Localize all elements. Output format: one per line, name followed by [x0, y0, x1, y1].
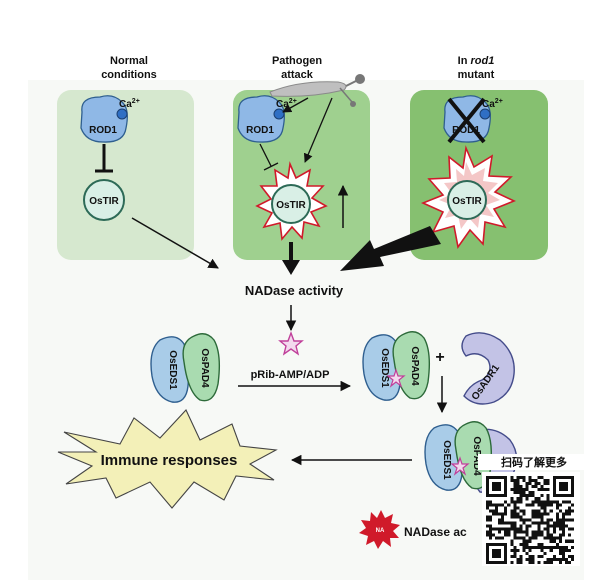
- panel-pathogen-title-1: Pathogen: [272, 55, 322, 67]
- ospad4-label: OsPAD4: [409, 346, 420, 386]
- osadr1-protein: OsADR1: [461, 332, 515, 405]
- ospad4-protein: [392, 331, 431, 400]
- knockout-cross-2: [447, 97, 486, 144]
- oseds1-protein: [424, 424, 464, 491]
- normal-to-nadase-arrow: [131, 217, 219, 269]
- panel-mutant-title-2: mutant: [458, 69, 495, 81]
- calcium-ion: [479, 108, 491, 120]
- weak-inhibition-line: [259, 143, 272, 167]
- eds1-pad4-complex-free: OsEDS1 OsPAD4: [150, 333, 221, 403]
- prib-amp-adp-label: pRib-AMP/ADP: [251, 369, 330, 381]
- eds1-pad4-complex-bound: OsEDS1 OsPAD4: [362, 331, 431, 401]
- panel-mutant-title-italic: rod1: [471, 55, 495, 67]
- rod1-label: ROD1: [246, 125, 274, 136]
- calcium-label: Ca2+: [482, 98, 503, 110]
- legend-nadase-label: NADase ac: [404, 525, 467, 539]
- oseds1-label: OsEDS1: [441, 440, 452, 480]
- panel-normal-title-1: Normal: [110, 55, 148, 67]
- nadase-badge-text: NA: [376, 528, 385, 534]
- pathogen-to-ostir-arrow: [303, 97, 333, 163]
- ostir-normal: OsTIR: [83, 179, 125, 221]
- panel-mutant-title-prefix: In: [458, 55, 471, 67]
- calcium-label: Ca2+: [119, 98, 140, 110]
- ostir-pathogen: OsTIR: [271, 184, 311, 224]
- oseds1-protein: [150, 336, 190, 403]
- immune-responses-burst: [57, 409, 278, 509]
- calcium-superscript: 2+: [495, 98, 503, 105]
- weak-inhibition-bar: [263, 162, 279, 171]
- qr-code-image[interactable]: [486, 476, 574, 564]
- ostir-mutant: OsTIR: [447, 180, 487, 220]
- ostir-label: OsTIR: [276, 200, 306, 211]
- pathogen-to-rod1-arrow: [282, 97, 309, 113]
- nadase-activity-label: NADase activity: [245, 283, 344, 298]
- calcium-superscript: 2+: [289, 98, 297, 105]
- calcium-ion: [273, 108, 285, 120]
- immune-responses-label: Immune responses: [101, 452, 238, 469]
- rod1-protein-mutant: ROD1 Ca2+: [443, 95, 503, 144]
- prib-star-icon: [450, 456, 470, 476]
- rod1-label: ROD1: [452, 125, 480, 136]
- qr-caption: 扫码了解更多: [478, 454, 590, 470]
- panel-normal-title-2: conditions: [101, 69, 157, 81]
- plus-sign: +: [435, 349, 444, 366]
- mutant-to-nadase-arrow: [340, 226, 441, 271]
- ostir-label: OsTIR: [89, 196, 119, 207]
- rod1-protein-normal: ROD1 Ca2+: [80, 95, 140, 143]
- panel-mutant-title-1: In rod1: [458, 55, 495, 67]
- ospad4-label: OsPAD4: [471, 436, 482, 476]
- ospad4-label: OsPAD4: [199, 348, 210, 388]
- oseds1-label: OsEDS1: [379, 348, 390, 388]
- calcium-ion: [116, 108, 128, 120]
- legend-nadase: NA NADase ac: [359, 510, 467, 549]
- oseds1-label: OsEDS1: [167, 350, 178, 390]
- pathogen-icon: [269, 74, 365, 107]
- prib-star-icon: [278, 331, 304, 356]
- pathogen-to-nadase-arrow: [282, 242, 300, 275]
- prib-star-icon: [386, 368, 406, 388]
- panel-pathogen-title-2: attack: [281, 69, 314, 81]
- calcium-superscript: 2+: [132, 98, 140, 105]
- ostir-label: OsTIR: [452, 196, 482, 207]
- ospad4-protein: [182, 333, 221, 402]
- rod1-label: ROD1: [89, 125, 117, 136]
- nadase-burst-icon: [359, 510, 400, 549]
